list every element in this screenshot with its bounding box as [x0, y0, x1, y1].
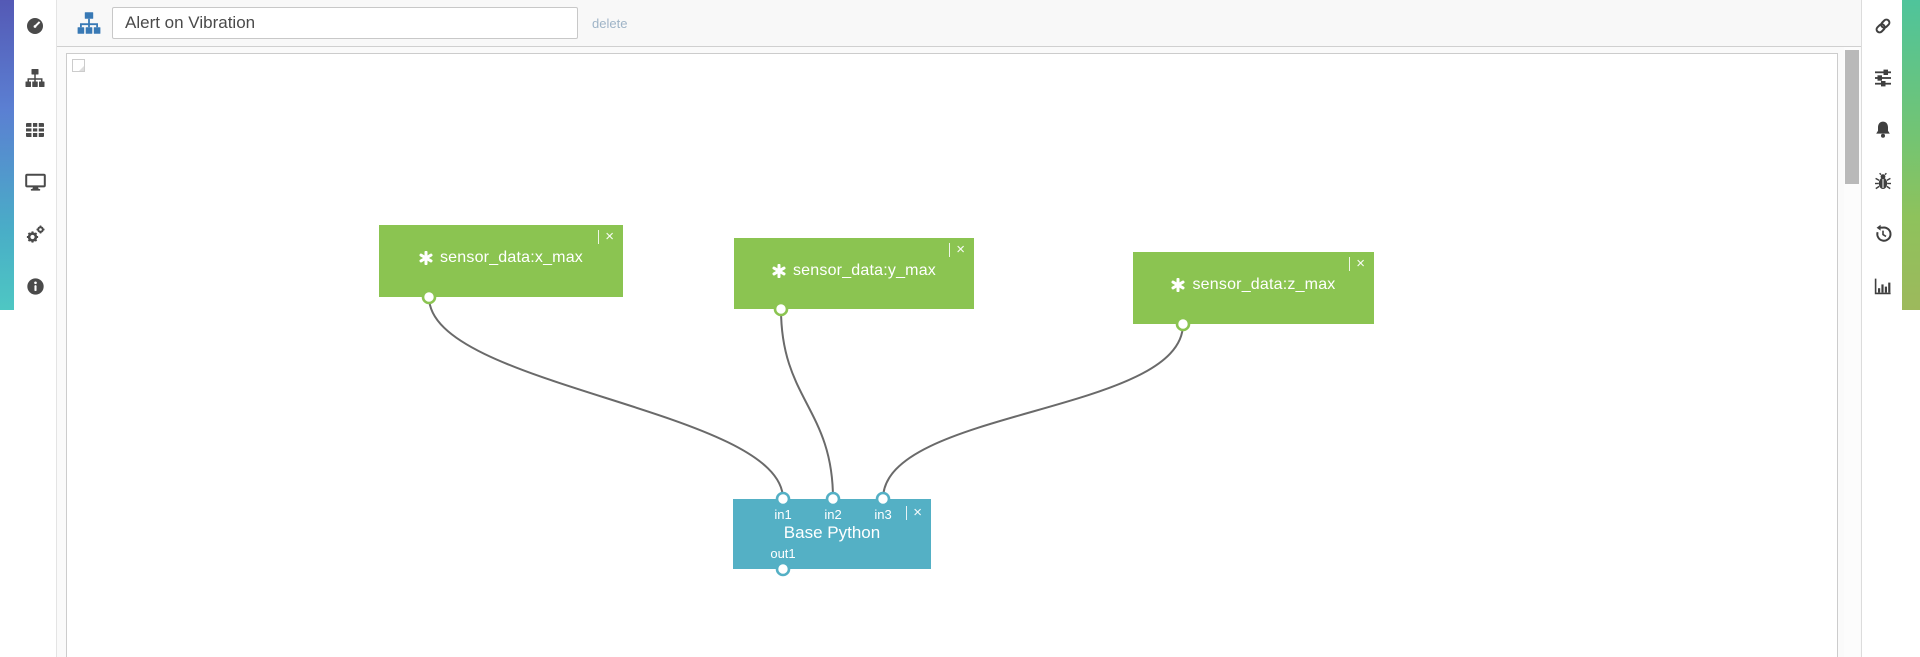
input-port-label-in1: in1 — [774, 507, 792, 522]
asterisk-icon — [772, 263, 786, 278]
node-label: sensor_data:x_max — [379, 225, 623, 291]
header-bar: delete — [56, 0, 1861, 47]
dashboard-icon — [27, 18, 43, 34]
node-label: sensor_data:z_max — [1133, 252, 1374, 318]
sidebar-item-settings[interactable] — [14, 208, 56, 260]
sidebar-item-dashboards[interactable] — [14, 0, 56, 52]
canvas-scrollbar-thumb[interactable] — [1845, 50, 1859, 184]
asterisk-icon — [1171, 278, 1185, 292]
input-port-label-in3: in3 — [874, 507, 892, 522]
node-label: Base Python — [783, 523, 881, 542]
sidebar-item-tables[interactable] — [14, 104, 56, 156]
right-gradient-strip — [1902, 0, 1920, 310]
port-base-python-in2[interactable] — [825, 491, 841, 507]
desktop-icon — [24, 173, 46, 191]
bell-icon — [1875, 121, 1890, 138]
sitemap-icon — [25, 69, 45, 87]
port-base-python-in3[interactable] — [875, 491, 891, 507]
sliders-icon — [1874, 69, 1891, 87]
gears-icon — [26, 225, 44, 243]
sidebar-item-statistics[interactable] — [1862, 260, 1903, 312]
link-icon — [1875, 18, 1890, 34]
sidebar-item-flows[interactable] — [14, 52, 56, 104]
sidebar-item-tasks[interactable] — [1862, 52, 1903, 104]
port-base-python-out1[interactable] — [775, 561, 791, 577]
node-sensor-z-max[interactable]: sensor_data:z_max× — [1133, 252, 1374, 324]
node-close-button[interactable]: × — [1349, 256, 1365, 271]
history-icon — [1875, 224, 1891, 242]
node-close-button[interactable]: × — [949, 242, 965, 257]
connection-sensor-y-max-to-base-python[interactable] — [780, 308, 834, 500]
connection-sensor-x-max-to-base-python[interactable] — [428, 296, 784, 500]
port-base-python-in1[interactable] — [775, 491, 791, 507]
input-port-label-in2: in2 — [824, 507, 842, 522]
node-sensor-y-max[interactable]: sensor_data:y_max× — [734, 238, 974, 309]
left-gradient-strip — [0, 0, 14, 310]
right-sidebar — [1861, 0, 1903, 657]
info-icon — [26, 277, 44, 295]
port-sensor-z-max-out0[interactable] — [1175, 316, 1191, 332]
canvas-note-icon[interactable] — [72, 59, 85, 72]
node-sensor-x-max[interactable]: sensor_data:x_max× — [379, 225, 623, 297]
node-label: sensor_data:y_max — [734, 238, 974, 303]
flow-name-input[interactable] — [112, 7, 578, 39]
sidebar-item-screens[interactable] — [14, 156, 56, 208]
output-port-label-out1: out1 — [770, 546, 796, 561]
sidebar-item-alarms[interactable] — [1862, 104, 1903, 156]
node-close-button[interactable]: × — [906, 505, 922, 520]
sitemap-icon — [77, 12, 101, 34]
asterisk-icon — [419, 251, 433, 265]
table-icon — [26, 123, 44, 137]
node-close-button[interactable]: × — [598, 229, 614, 244]
sidebar-item-info[interactable] — [14, 260, 56, 312]
port-sensor-x-max-out0[interactable] — [421, 289, 437, 305]
sidebar-item-connections[interactable] — [1862, 0, 1903, 52]
flow-canvas[interactable]: sensor_data:x_max×sensor_data:y_max×sens… — [66, 53, 1838, 657]
sidebar-item-debug[interactable] — [1862, 156, 1903, 208]
node-base-python[interactable]: Base Python × in1 in2 in3 out1 — [733, 499, 931, 569]
flow-type-icon-wrap — [76, 11, 102, 35]
bar-chart-icon — [1874, 278, 1891, 295]
canvas-scrollbar-track — [1844, 47, 1860, 657]
delete-flow-link[interactable]: delete — [592, 15, 628, 31]
left-sidebar — [0, 0, 57, 657]
bug-icon — [1874, 172, 1891, 190]
sidebar-item-history[interactable] — [1862, 208, 1903, 260]
port-sensor-y-max-out0[interactable] — [773, 301, 789, 317]
wire-layer — [421, 289, 1191, 577]
connection-sensor-z-max-to-base-python[interactable] — [882, 323, 1184, 500]
